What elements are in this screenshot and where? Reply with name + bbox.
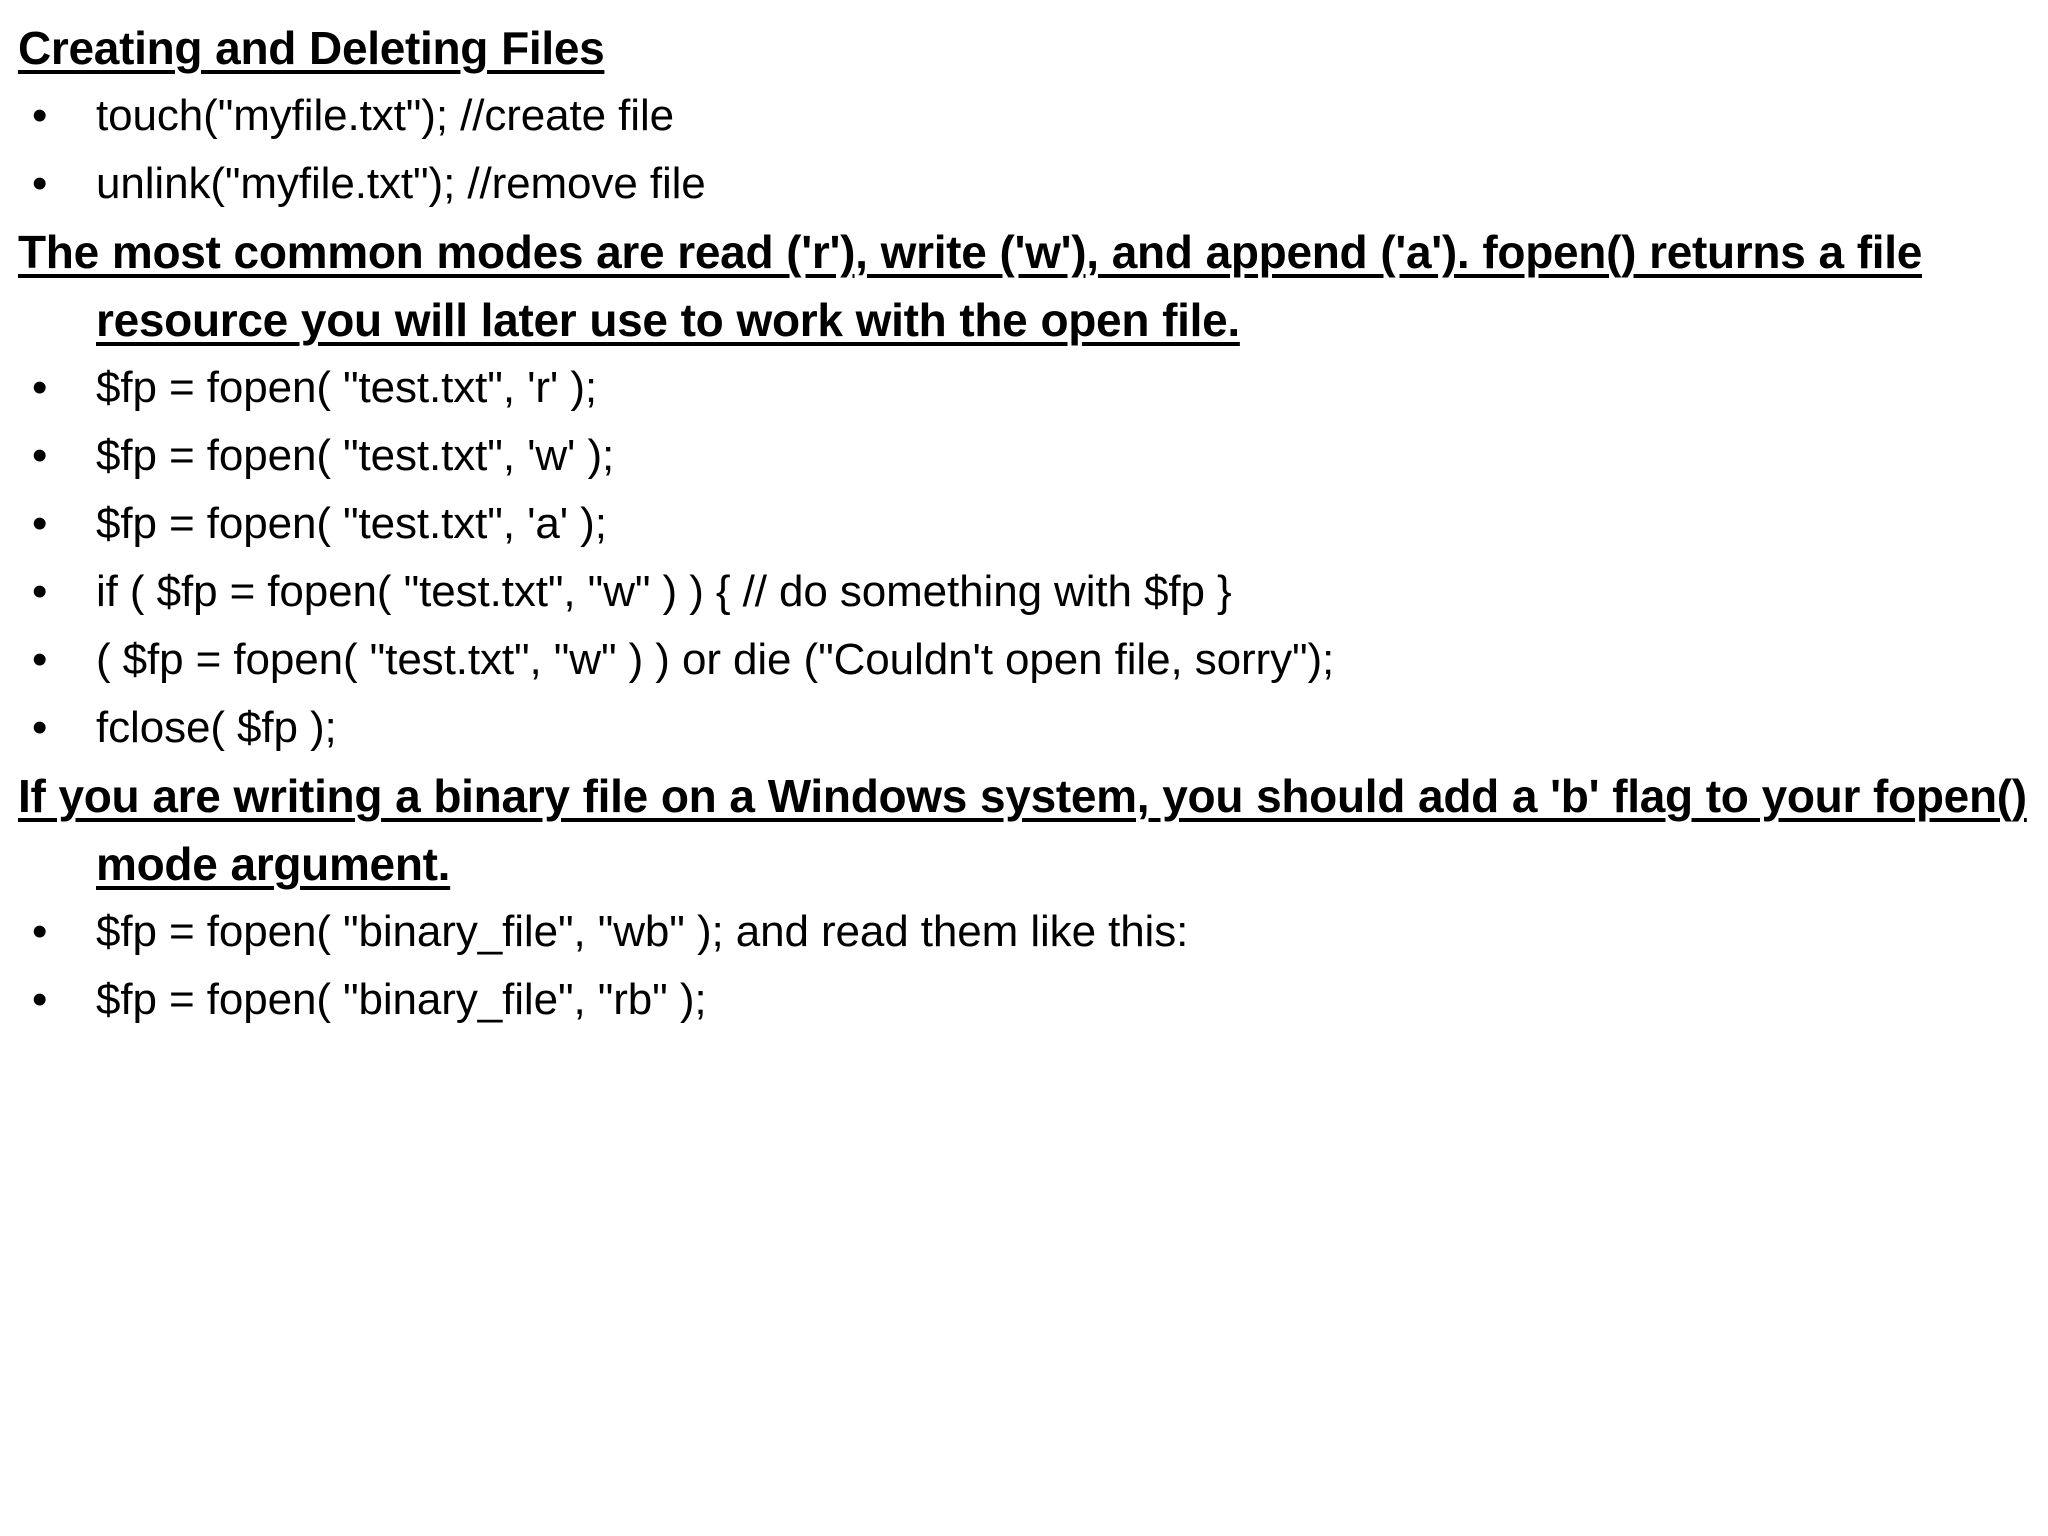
bullet-fopen-rb-text: $fp = fopen( "binary_file", "rb" ); — [96, 975, 707, 1024]
bullet-fopen-read: • $fp = fopen( "test.txt", 'r' ); — [18, 354, 2038, 422]
bullet-fopen-append: • $fp = fopen( "test.txt", 'a' ); — [18, 490, 2038, 558]
bullet-fopen-read-text: $fp = fopen( "test.txt", 'r' ); — [96, 363, 598, 412]
bullet-touch-text: touch("myfile.txt"); //create file — [96, 91, 675, 140]
bullet-fopen-wb-text: $fp = fopen( "binary_file", "wb" ); and … — [96, 907, 1189, 956]
bullet-fopen-write: • $fp = fopen( "test.txt", 'w' ); — [18, 422, 2038, 490]
bullet-icon: • — [32, 567, 48, 616]
heading-binary-file-windows: If you are writing a binary file on a Wi… — [18, 762, 2048, 898]
bullet-touch: • touch("myfile.txt"); //create file — [18, 82, 2038, 150]
bullet-icon: • — [32, 431, 48, 480]
bullet-icon: • — [32, 159, 48, 208]
bullet-icon: • — [32, 907, 48, 956]
heading-text: If you are writing a binary file on a Wi… — [18, 770, 2027, 890]
bullet-if-fopen-text: if ( $fp = fopen( "test.txt", "w" ) ) { … — [96, 567, 1232, 616]
heading-common-modes: The most common modes are read ('r'), wr… — [18, 218, 2048, 354]
bullet-icon: • — [32, 703, 48, 752]
bullet-unlink: • unlink("myfile.txt"); //remove file — [18, 150, 2038, 218]
bullet-icon: • — [32, 363, 48, 412]
heading-creating-and-deleting-files: Creating and Deleting Files — [18, 14, 2048, 82]
bullet-fopen-write-text: $fp = fopen( "test.txt", 'w' ); — [96, 431, 615, 480]
bullet-fclose-text: fclose( $fp ); — [96, 703, 337, 752]
bullet-icon: • — [32, 975, 48, 1024]
bullet-fopen-wb: • $fp = fopen( "binary_file", "wb" ); an… — [18, 898, 2038, 966]
heading-text: Creating and Deleting Files — [18, 22, 605, 74]
bullet-icon: • — [32, 499, 48, 548]
bullet-if-fopen: • if ( $fp = fopen( "test.txt", "w" ) ) … — [18, 558, 2038, 626]
bullet-fopen-or-die-text: ( $fp = fopen( "test.txt", "w" ) ) or di… — [96, 635, 1335, 684]
bullet-icon: • — [32, 635, 48, 684]
bullet-fopen-or-die: • ( $fp = fopen( "test.txt", "w" ) ) or … — [18, 626, 2038, 694]
bullet-unlink-text: unlink("myfile.txt"); //remove file — [96, 159, 706, 208]
heading-text: The most common modes are read ('r'), wr… — [18, 226, 1922, 346]
bullet-fopen-rb: • $fp = fopen( "binary_file", "rb" ); — [18, 966, 2038, 1034]
bullet-icon: • — [32, 91, 48, 140]
bullet-fclose: • fclose( $fp ); — [18, 694, 2038, 762]
bullet-fopen-append-text: $fp = fopen( "test.txt", 'a' ); — [96, 499, 607, 548]
